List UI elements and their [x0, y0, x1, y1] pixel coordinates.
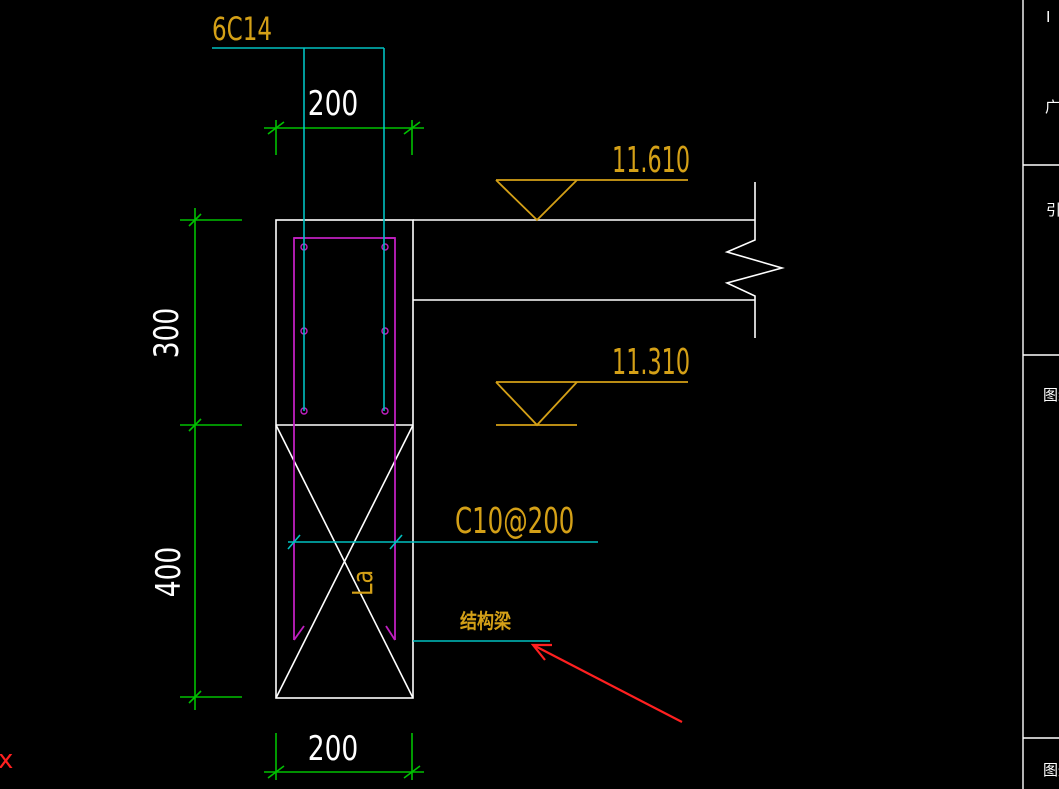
lap-mark: La	[345, 570, 378, 596]
title-block-row5: 图册	[1043, 761, 1059, 779]
dim-height-lower: 400	[150, 547, 189, 598]
elevation-top-text: 11.610	[612, 140, 690, 182]
dim-width-top: 200	[308, 85, 359, 124]
rebar-leaders	[212, 47, 598, 642]
title-block-row1: I	[1046, 8, 1050, 26]
stirrup-label: C10@200	[455, 500, 574, 542]
title-block-row3: 引	[1046, 201, 1059, 219]
elevation-bottom-mark	[495, 381, 688, 427]
elevation-bottom-text: 11.310	[612, 342, 690, 384]
beam-note-label: 结构梁	[460, 610, 511, 634]
dim-width-bottom: 200	[308, 730, 359, 769]
axis-mark: x	[0, 745, 13, 775]
rebar-dots	[300, 243, 389, 415]
title-block-row4: 图纸	[1043, 386, 1059, 404]
dim-height-upper: 300	[148, 308, 187, 359]
elevation-top-mark	[495, 179, 688, 222]
stirrup-cage	[293, 237, 396, 641]
dimension-lines	[180, 120, 424, 780]
top-rebar-label: 6C14	[212, 10, 272, 48]
section-outline	[275, 182, 785, 699]
annotation-arrow	[530, 643, 683, 723]
title-block-row2: 广	[1045, 98, 1059, 116]
title-block-frame	[1022, 0, 1059, 789]
